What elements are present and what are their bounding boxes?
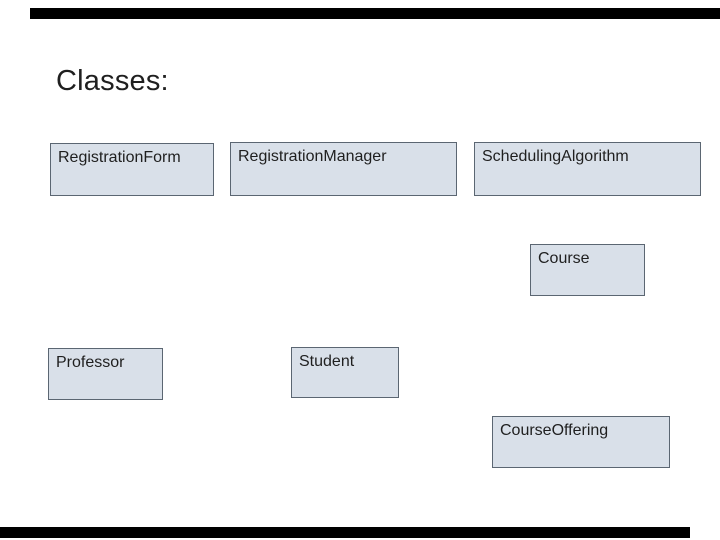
class-box-label: Course xyxy=(538,250,590,267)
class-box-label: RegistrationManager xyxy=(238,148,387,165)
top-accent-bar xyxy=(30,8,720,19)
slide-title: Classes: xyxy=(56,65,169,97)
bottom-accent-bar xyxy=(0,527,690,538)
class-box-label: Student xyxy=(299,353,355,370)
class-box-registration-form: RegistrationForm xyxy=(50,143,214,196)
class-box-label: RegistrationForm xyxy=(58,149,181,166)
class-box-course: Course xyxy=(530,244,645,296)
class-box-student: Student xyxy=(291,347,399,398)
class-box-course-offering: CourseOffering xyxy=(492,416,670,468)
class-box-label: SchedulingAlgorithm xyxy=(482,148,629,165)
class-box-scheduling-algorithm: SchedulingAlgorithm xyxy=(474,142,701,196)
class-box-professor: Professor xyxy=(48,348,163,400)
class-box-registration-manager: RegistrationManager xyxy=(230,142,457,196)
class-box-label: Professor xyxy=(56,354,125,371)
class-box-label: CourseOffering xyxy=(500,422,609,439)
